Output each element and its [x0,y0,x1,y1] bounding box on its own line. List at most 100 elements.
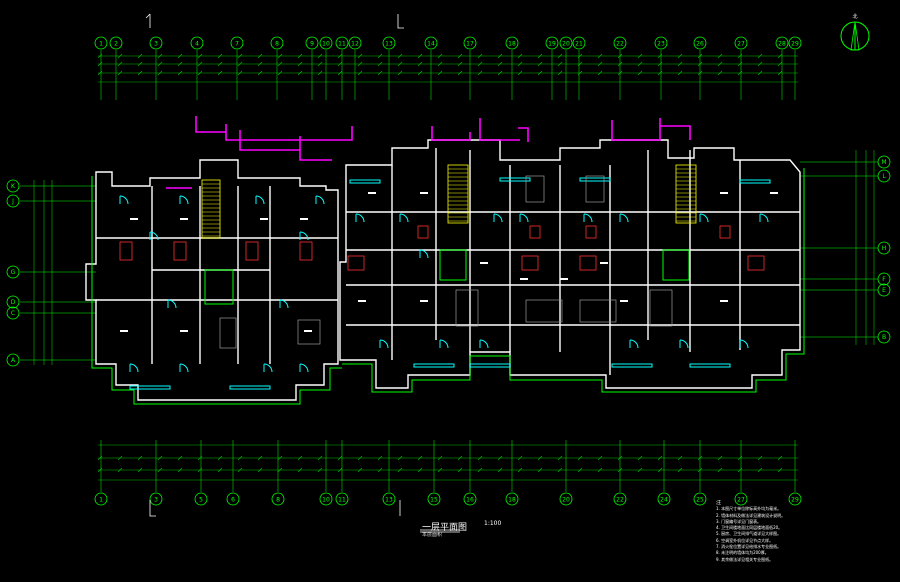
title-underline [420,529,460,533]
axis-label-left: K [11,183,16,190]
axis-label-right: M [881,159,886,166]
design-notes: 注 1. 本图尺寸单位除标高外均为毫米。 2. 墙体材料及做法详见建筑设计说明。… [716,500,896,563]
axis-label-bottom: 1 [99,497,103,504]
north-label: 北 [852,13,857,20]
axis-bubble-left [6,265,20,279]
axis-label-top: 12 [351,41,359,48]
axis-label-bottom: 27 [737,497,745,504]
axis-bubble-top [94,36,108,50]
axis-bubble-top [788,36,802,50]
note-line: 7. 消火栓位置详见给排水专业图纸。 [716,544,782,550]
axis-bubble-bottom [271,492,285,506]
axis-label-bottom: 10 [322,497,330,504]
main-block-walls [339,139,801,389]
axis-label-bottom: 25 [696,497,704,504]
axis-label-left: C [11,310,15,317]
note-line: 1. 本图尺寸单位除标高外均为毫米。 [716,506,782,512]
axis-bubble-top [775,36,789,50]
axis-bubble-top [654,36,668,50]
axis-bubble-top [190,36,204,50]
axis-label-top: 14 [427,41,435,48]
axis-bubble-bottom [226,492,240,506]
notes-title: 注 [716,500,722,506]
section-marks [145,13,404,517]
axis-bubble-top [734,36,748,50]
axis-bubble-top [613,36,627,50]
axis-label-right: L [882,173,886,180]
axis-label-top: 27 [737,41,745,48]
drawing-subtitle: 本层面积 [422,532,443,538]
sanitary-fixtures [119,225,765,271]
axis-bubble-left [6,353,20,367]
exterior-skin [91,168,805,405]
axis-bubble-top [149,36,163,50]
axis-label-right: H [882,245,887,252]
axis-label-left: G [11,269,16,276]
axis-label-top: 19 [548,41,556,48]
drawing-scale: 1:100 [484,520,502,527]
axis-bubble-bottom [559,492,573,506]
axis-bubble-bottom [335,492,349,506]
note-line: 5. 厨房、卫生间排气道详见大样图。 [716,531,782,537]
axis-bubble-left [6,194,20,208]
top-dimension-lines [98,55,798,83]
axis-label-right: F [882,276,886,283]
axis-bubble-top [305,36,319,50]
axis-label-top: 2 [114,41,118,48]
axis-bubble-top [109,36,123,50]
furniture [219,175,673,349]
axis-bubble-bottom [149,492,163,506]
axis-label-right: E [882,287,886,294]
axis-bubble-top [319,36,333,50]
axis-bubble-bottom [613,492,627,506]
stair-treads [202,168,696,237]
axis-bubble-right [877,155,891,169]
axis-label-bottom: 18 [508,497,516,504]
note-line: 6. 空调室外机位详见节点大样。 [716,537,774,543]
axis-label-left: A [11,357,16,364]
axis-label-bottom: 15 [430,497,438,504]
axis-label-right: B [882,334,886,341]
axis-label-bottom: 24 [660,497,668,504]
axis-label-top: 18 [508,41,516,48]
axis-bubble-right [877,169,891,183]
axis-bubble-bottom [382,492,396,506]
axis-label-top: 8 [275,41,279,48]
axis-bubble-bottom [734,492,748,506]
axis-bubble-top [545,36,559,50]
axis-bubble-top [348,36,362,50]
axis-label-bottom: 13 [385,497,393,504]
note-line: 8. 未注明的墙体均为200厚。 [716,550,769,556]
axis-bubble-top [693,36,707,50]
axis-label-top: 22 [616,41,624,48]
axis-bubble-right [877,283,891,297]
axis-bubble-top [505,36,519,50]
axis-bubble-right [877,241,891,255]
magenta-lines [166,116,691,189]
axis-bubble-bottom [194,492,208,506]
axis-label-top: 11 [338,41,346,48]
axis-label-top: 23 [657,41,665,48]
axis-bubble-left [6,306,20,320]
drawing-title-block: 一层平面图 1:100 本层面积 [422,520,501,538]
axis-label-top: 26 [696,41,704,48]
axis-bubble-top [335,36,349,50]
axis-bubble-bottom [94,492,108,506]
stairs [201,164,697,239]
bottom-dimension-lines [98,444,798,481]
note-line: 4. 卫生间楼地面比同层楼地面低20。 [716,525,783,531]
axis-bubble-top [424,36,438,50]
side-dimension-lines [33,150,875,365]
axis-label-top: 4 [195,41,199,48]
axis-bubble-top [382,36,396,50]
axis-label-bottom: 16 [466,497,474,504]
left-wing-walls [85,159,339,401]
drawing-title: 一层平面图 [422,523,468,533]
axis-label-top: 21 [575,41,583,48]
axis-label-top: 29 [791,41,799,48]
axis-bubble-bottom [319,492,333,506]
axis-bubble-left [6,295,20,309]
axis-label-top: 10 [322,41,330,48]
